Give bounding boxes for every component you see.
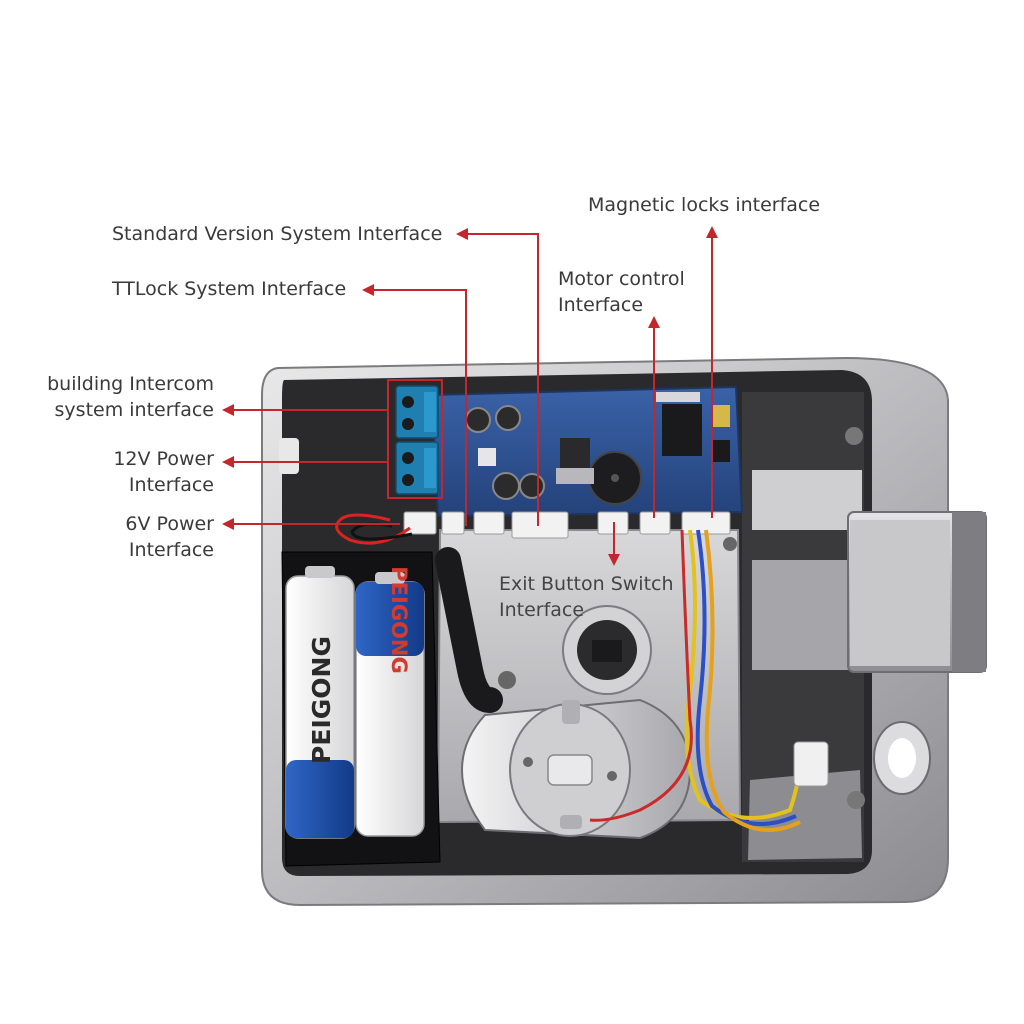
arrow-up-icon bbox=[706, 226, 718, 238]
terminal-block-12v bbox=[395, 441, 439, 495]
arrow-left-icon bbox=[456, 228, 468, 240]
label-motor-control-line1: Motor control bbox=[558, 268, 685, 290]
label-exit-button-line1: Exit Button Switch bbox=[499, 573, 674, 595]
callout-lines bbox=[232, 233, 713, 556]
wire-bundle bbox=[435, 547, 503, 713]
label-6v-power-line1: 6V Power bbox=[125, 513, 214, 535]
key-cylinder bbox=[873, 721, 931, 795]
label-motor-control-line2: Interface bbox=[558, 294, 644, 316]
arrow-left-icon bbox=[222, 518, 234, 530]
label-magnetic-locks: Magnetic locks interface bbox=[588, 194, 821, 216]
battery-brand-right: PEIGONG bbox=[387, 566, 411, 673]
label-building-intercom: building Intercom system interface bbox=[47, 371, 214, 423]
screw-icon bbox=[847, 791, 865, 809]
callout-ttlock bbox=[372, 289, 467, 526]
lock-bolt bbox=[847, 511, 987, 673]
dc-motor bbox=[460, 698, 692, 840]
lock-wires bbox=[589, 529, 829, 832]
arrow-up-icon bbox=[648, 316, 660, 328]
label-12v-power-line2: Interface bbox=[128, 474, 214, 496]
label-12v-power-line1: 12V Power bbox=[113, 448, 214, 470]
battery-brand-left: PEIGONG bbox=[307, 636, 336, 764]
label-building-intercom-line2: system interface bbox=[54, 399, 214, 421]
label-ttlock: TTLock System Interface bbox=[112, 278, 347, 300]
label-6v-power: 6V Power Interface bbox=[125, 511, 214, 563]
label-exit-button: Exit Button Switch Interface bbox=[499, 571, 674, 623]
label-12v-power: 12V Power Interface bbox=[113, 446, 214, 498]
terminal-block-intercom bbox=[395, 385, 439, 439]
battery-left: PEIGONG bbox=[285, 566, 355, 839]
terminal-highlight-box bbox=[387, 379, 443, 499]
arrow-left-icon bbox=[222, 456, 234, 468]
arrow-down-icon bbox=[608, 554, 620, 566]
power-wire bbox=[335, 513, 411, 545]
battery-right: PEIGONG bbox=[355, 566, 425, 837]
arrow-left-icon bbox=[222, 404, 234, 416]
screw-icon bbox=[845, 427, 863, 445]
arrow-left-icon bbox=[362, 284, 374, 296]
label-6v-power-line2: Interface bbox=[128, 539, 214, 561]
label-standard-version: Standard Version System Interface bbox=[112, 223, 443, 245]
callout-arrowheads bbox=[222, 226, 718, 566]
label-motor-control: Motor control Interface bbox=[558, 266, 685, 318]
screw-icon bbox=[498, 671, 516, 689]
control-pcb bbox=[430, 385, 744, 518]
connector-row bbox=[403, 511, 731, 539]
label-exit-button-line2: Interface bbox=[499, 599, 585, 621]
callout-standard-version bbox=[466, 233, 539, 526]
label-building-intercom-line1: building Intercom bbox=[47, 373, 214, 395]
